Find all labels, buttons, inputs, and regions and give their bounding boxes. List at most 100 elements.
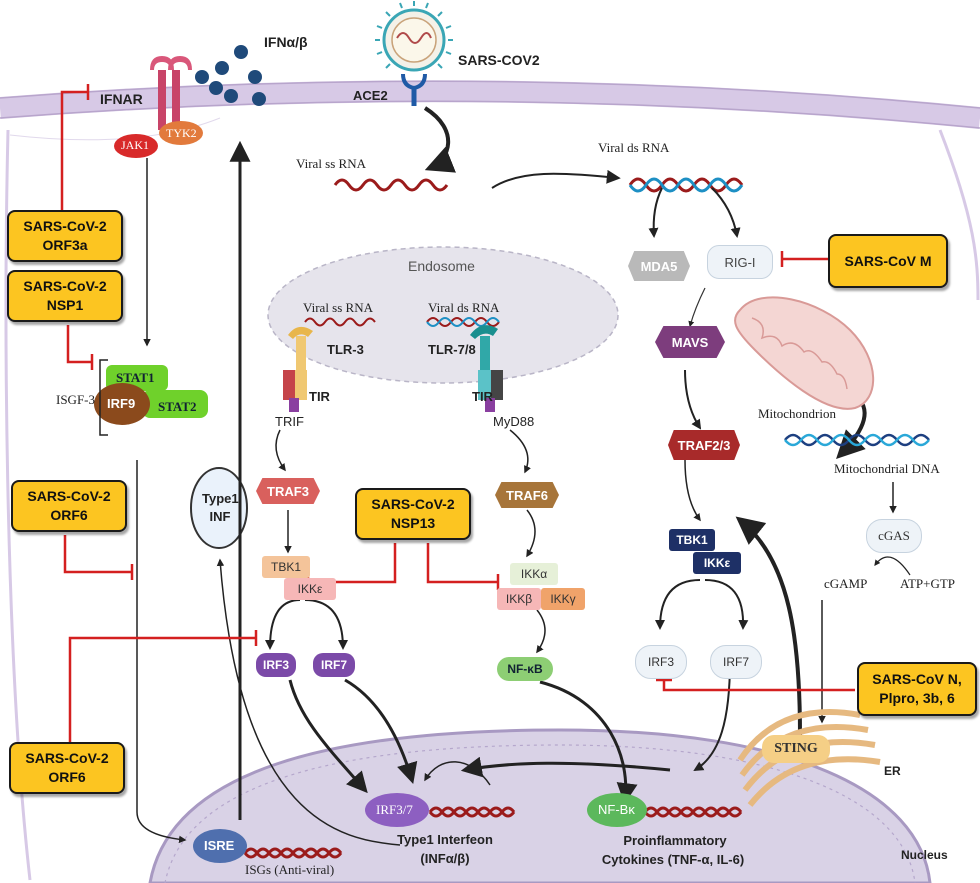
endosome <box>267 246 619 384</box>
ikkg-node: IKKγ <box>541 588 585 610</box>
cov-n-line1: SARS-CoV N, <box>872 671 962 687</box>
nsp13-inhibitor-box: SARS-CoV-2 NSP13 <box>355 488 471 540</box>
orf3a-line2: ORF3a <box>42 237 88 253</box>
trif-label: TRIF <box>275 414 304 429</box>
stat2-label: STAT2 <box>158 399 197 414</box>
ifn-molecules <box>195 45 266 106</box>
cov-m-inhibitor-box: SARS-CoV M <box>828 234 948 288</box>
irf37-label: IRF3/7 <box>376 802 413 817</box>
endosome-label: Endosome <box>408 258 475 274</box>
jak1-blob <box>114 134 158 158</box>
traf3-node: TRAF3 <box>256 478 320 504</box>
proinflammatory-line1: Proinflammatory <box>623 833 727 848</box>
isgf3-bracket <box>99 359 108 436</box>
nfkb-node: NF-κB <box>497 657 553 681</box>
type1-inf-line1: Type1 <box>202 491 239 506</box>
orf6-top-line1: SARS-CoV-2 <box>27 488 111 504</box>
irf7-node-right: IRF7 <box>710 645 762 679</box>
nsp1-inhibition <box>66 325 92 364</box>
ikke-node-left: IKKε <box>284 578 336 600</box>
cov-n-inhibition <box>662 680 855 692</box>
viral-ss-rna-label: Viral ss RNA <box>296 156 366 171</box>
cgas-node: cGAS <box>866 519 922 553</box>
mavs-node: MAVS <box>655 326 725 358</box>
orf6-top-line2: ORF6 <box>50 507 88 523</box>
isre-label: ISRE <box>204 838 235 853</box>
viral-ss-rna-wave <box>333 178 449 192</box>
nsp13-line1: SARS-CoV-2 <box>371 496 455 512</box>
rigi-node: RIG-I <box>707 245 773 279</box>
cell-membrane <box>0 80 980 129</box>
tlr78-label: TLR-7/8 <box>428 342 476 357</box>
sting-node: STING <box>762 735 830 763</box>
tbk1-node-left: TBK1 <box>262 556 310 578</box>
type1-inf-line2: INF <box>209 509 231 524</box>
mda5-node: MDA5 <box>628 251 690 281</box>
tlr3-label: TLR-3 <box>327 342 364 357</box>
nsp13-inhibition-right <box>426 543 498 584</box>
isre-oval <box>193 829 247 863</box>
ikkb-node: IKKβ <box>497 588 541 610</box>
irf37-oval <box>365 793 429 827</box>
ace2-label: ACE2 <box>353 88 388 103</box>
viral-ds-rna-label: Viral ds RNA <box>598 140 670 155</box>
nfbk-label: NF-Bκ <box>598 802 635 817</box>
irf3-node-right: IRF3 <box>635 645 687 679</box>
er-label: ER <box>884 764 901 778</box>
stat1-label: STAT1 <box>116 370 155 385</box>
isgf3-label: ISGF-3 <box>56 392 96 407</box>
virus-label: SARS-COV2 <box>458 52 540 68</box>
tbk1-node-right: TBK1 <box>669 529 715 551</box>
nucleus-label: Nucleus <box>901 848 948 862</box>
irf7-node-left: IRF7 <box>313 653 355 677</box>
stat2-blob <box>142 390 208 418</box>
type1-inf-oval <box>190 467 248 549</box>
endo-ss-rna-label: Viral ss RNA <box>303 300 373 315</box>
orf3a-inhibition <box>60 90 88 210</box>
traf6-node: TRAF6 <box>495 482 559 508</box>
mitochondrial-dna-wave <box>784 433 930 447</box>
mitochondrion-label: Mitochondrion <box>758 406 836 421</box>
mito-dna-label: Mitochondrial DNA <box>834 461 940 476</box>
tlr3-receptor <box>283 326 313 412</box>
nsp13-inhibition-left <box>308 543 397 584</box>
ikka-node: IKKα <box>510 563 558 585</box>
nsp1-line1: SARS-CoV-2 <box>23 278 107 294</box>
type1-interferon-line1: Type1 Interfeon <box>397 832 493 847</box>
tlr78-receptor <box>470 325 503 412</box>
atp-gtp-label: ATP+GTP <box>900 576 956 591</box>
orf6-bottom-line1: SARS-CoV-2 <box>25 750 109 766</box>
ikke-node-right: IKKε <box>693 552 741 574</box>
tyk2-label: TYK2 <box>166 126 197 140</box>
myd88-label: MyD88 <box>493 414 535 429</box>
endo-ds-rna-label: Viral ds RNA <box>428 300 500 315</box>
ifnar-label: IFNAR <box>100 91 143 107</box>
nsp13-line2: NSP13 <box>390 515 436 531</box>
tir-right-label: TIR <box>472 389 493 404</box>
ifn-ab-label: IFNα/β <box>264 34 308 50</box>
irf3-node-left: IRF3 <box>256 653 296 677</box>
viral-ds-rna-wave <box>628 177 744 193</box>
nsp1-line2: NSP1 <box>46 297 84 313</box>
nfbk-oval <box>587 793 647 827</box>
irf9-label: IRF9 <box>107 396 136 411</box>
orf6-bottom-inhibitor-box: SARS-CoV-2 ORF6 <box>9 742 125 794</box>
tir-left-label: TIR <box>309 389 330 404</box>
nsp1-inhibitor-box: SARS-CoV-2 NSP1 <box>7 270 123 322</box>
virus-particle <box>375 1 453 72</box>
tyk2-blob <box>159 121 203 145</box>
type1-gene-dna <box>428 806 516 818</box>
proinflammatory-line2: Cytokines (TNF-α, IL-6) <box>601 852 745 867</box>
ifnar-receptor <box>150 56 192 130</box>
cov-n-inhibitor-box: SARS-CoV N, Plpro, 3b, 6 <box>857 662 977 716</box>
orf6-bottom-line2: ORF6 <box>48 769 86 785</box>
jak1-label: JAK1 <box>121 138 150 152</box>
cgamp-label: cGAMP <box>824 576 868 591</box>
cov-m-line1: SARS-CoV M <box>844 252 932 269</box>
orf3a-inhibitor-box: SARS-CoV-2 ORF3a <box>7 210 123 262</box>
irf9-blob <box>94 383 150 425</box>
cov-n-line2: Plpro, 3b, 6 <box>879 690 955 706</box>
orf6-top-inhibition <box>63 535 132 574</box>
